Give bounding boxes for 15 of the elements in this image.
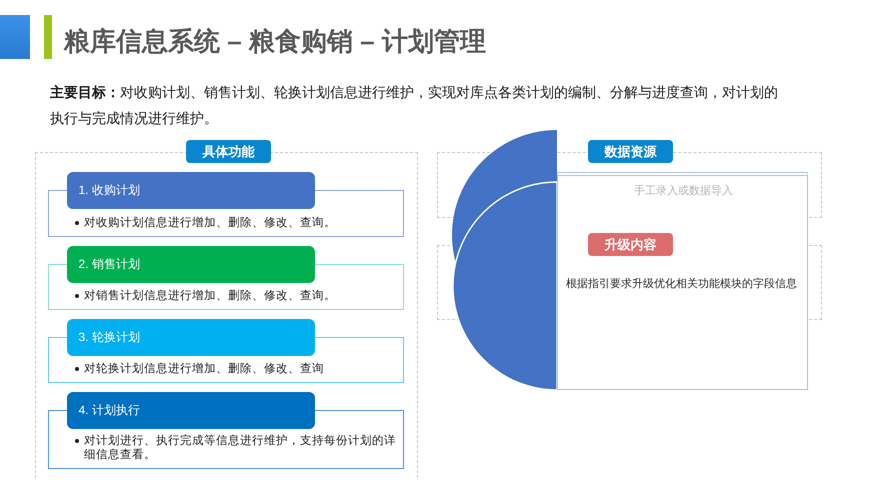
panel-text: 根据指引要求升级优化相关功能模块的字段信息 [566, 277, 797, 291]
goal-text: 主要目标：对收购计划、销售计划、轮换计划信息进行维护，实现对库点各类计划的编制、分解与进度查询，对计划的执行与完成情况进行维护。 [50, 83, 779, 128]
section-heading: 数据资源 [588, 140, 673, 163]
panel-text: 手工录入或数据导入 [634, 184, 733, 198]
item-description: 对销售计划信息进行增加、删除、修改、查询。 [84, 289, 337, 303]
item-description: 对计划进行、执行完成等信息进行维护，支持每份计划的详细信息查看。 [84, 434, 397, 462]
header-bar: 1. 收购计划 [66, 172, 314, 208]
section-heading: 具体功能 [186, 140, 271, 163]
header-bar: 4. 计划执行 [66, 392, 314, 428]
section-heading: 升级内容 [588, 233, 673, 256]
header-bar: 2. 销售计划 [66, 246, 314, 282]
slide-title: 粮库信息系统 – 粮食购销 – 计划管理 [64, 25, 486, 58]
header-bar: 3. 轮换计划 [66, 318, 314, 356]
item-description: 对轮换计划信息进行增加、删除、修改、查询 [84, 362, 325, 376]
item-description: 对收购计划信息进行增加、删除、修改、查询。 [84, 216, 337, 230]
